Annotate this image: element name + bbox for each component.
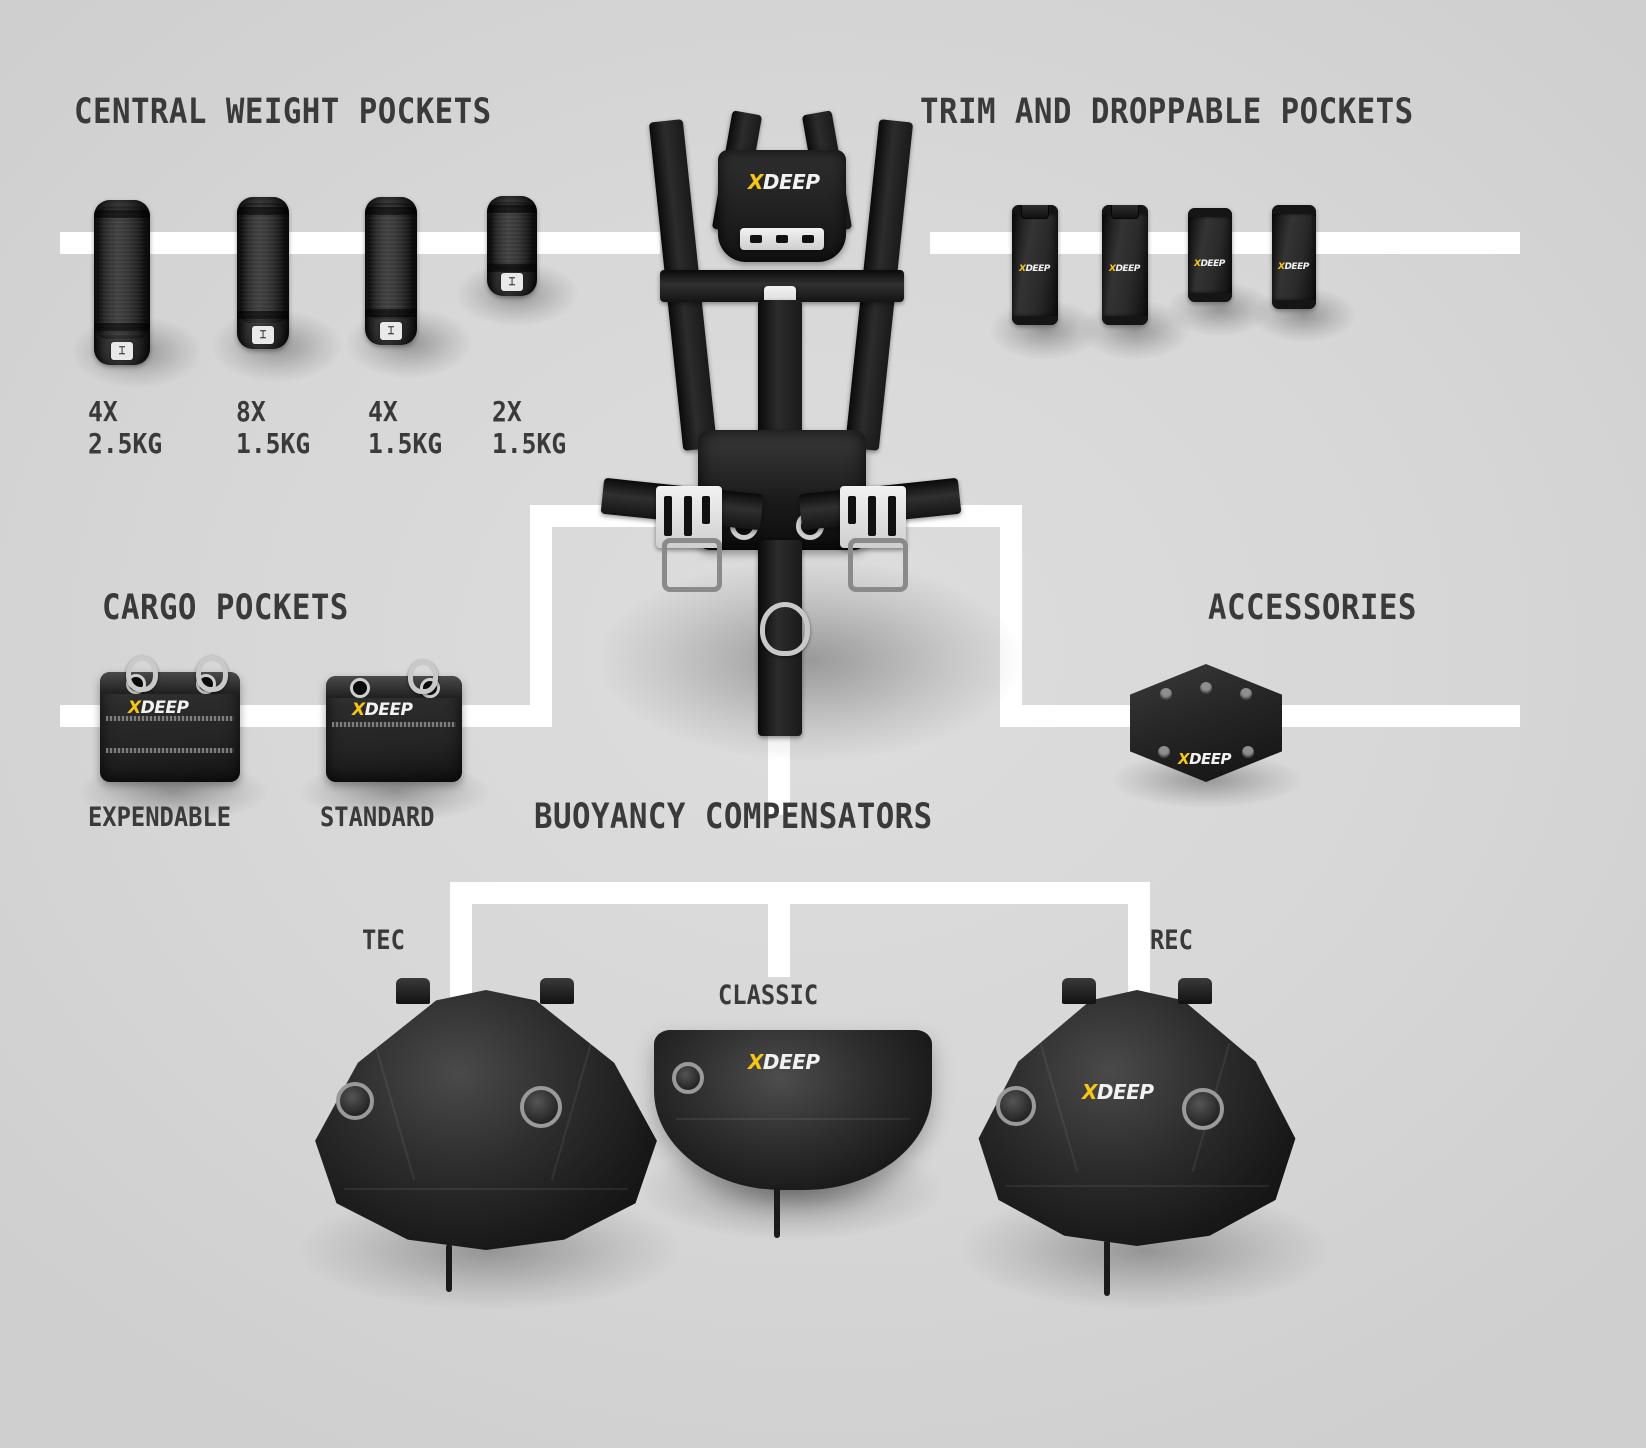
weight-pocket-cap: ⌶ [380, 322, 402, 340]
harness-waist-keeper-right [848, 538, 908, 592]
bc-classic-dump-cord [774, 1186, 780, 1238]
connector-bracket-mid-left-vertical [530, 505, 552, 727]
bc-tec-dump-cord [446, 1244, 452, 1292]
brand-logo: XDEEP [1278, 262, 1309, 272]
wing-seam [373, 1039, 416, 1180]
bc-classic-port[interactable] [672, 1062, 704, 1094]
cargo-pocket-label-expendable: EXPENDABLE [88, 802, 232, 833]
bc-rec-dump-valve[interactable] [1182, 1088, 1224, 1130]
connector-bc-tree-branch-classic [768, 882, 790, 977]
plate-bolt [1200, 682, 1212, 694]
brand-logo-plate: XDEEP [1178, 750, 1232, 768]
connector-bc-tree-branch-tec [450, 882, 472, 1000]
bc-tec-tab-right [540, 978, 574, 1004]
cargo-pocket-zipper [332, 722, 456, 727]
weight-pocket-label-2: 8X 1.5KG [236, 395, 311, 460]
brand-logo-classic: XDEEP [748, 1050, 820, 1074]
bc-tec-dump-valve[interactable] [520, 1086, 562, 1128]
weight-pocket-item-2[interactable]: ⌶ [237, 197, 289, 349]
cargo-pocket-clip-top[interactable] [408, 660, 438, 694]
connector-bracket-mid-right-vertical [1000, 505, 1022, 727]
brand-logo: XDEEP [1109, 264, 1140, 274]
weight-pocket-item-3[interactable]: ⌶ [365, 197, 417, 345]
cargo-pocket-zipper [106, 748, 234, 753]
cargo-pocket-zipper [106, 716, 234, 721]
section-title-buoyancy-compensators: BUOYANCY COMPENSATORS [534, 797, 933, 837]
bc-label-tec: TEC [362, 925, 405, 956]
bc-rec-dump-cord [1104, 1240, 1110, 1296]
brand-logo-chest: XDEEP [748, 170, 820, 194]
cargo-pocket-lid [326, 676, 462, 698]
accessory-backplate[interactable]: XDEEP [1130, 664, 1282, 782]
bc-tec-inflator-port[interactable] [336, 1082, 374, 1120]
brand-logo: XDEEP [1194, 259, 1225, 269]
harness-waist-keeper-left [662, 538, 722, 592]
trim-pocket-item-2[interactable]: XDEEP [1102, 205, 1148, 325]
brand-logo-cargo: XDEEP [128, 698, 189, 718]
wing-seam [1005, 1184, 1269, 1187]
section-title-central-weight-pockets: CENTRAL WEIGHT POCKETS [74, 92, 492, 132]
trim-pocket-item-1[interactable]: XDEEP [1012, 205, 1058, 325]
weight-pocket-item-1[interactable]: ⌶ [94, 200, 150, 365]
cargo-pocket-grommet [350, 678, 370, 698]
bc-tec-tab-left [396, 978, 430, 1004]
section-title-accessories: ACCESSORIES [1208, 588, 1417, 628]
bc-label-rec: REC [1150, 925, 1193, 956]
weight-pocket-cap: ⌶ [501, 273, 523, 291]
cargo-pocket-standard[interactable]: XDEEP [326, 676, 462, 782]
weight-pocket-item-4[interactable]: ⌶ [487, 196, 537, 296]
weight-pocket-label-3: 4X 1.5KG [368, 395, 443, 460]
plate-bolt [1158, 746, 1170, 758]
plate-bolt [1242, 746, 1254, 758]
bc-rec-tab-right [1178, 978, 1212, 1004]
trim-pocket-item-4[interactable]: XDEEP [1272, 205, 1316, 309]
cargo-pocket-label-standard: STANDARD [320, 802, 435, 833]
connector-bc-tree-horizontal [450, 882, 1150, 904]
bc-label-classic: CLASSIC [718, 980, 819, 1011]
harness-waist-buckle-left[interactable] [656, 486, 722, 548]
connector-rail-top-left [60, 232, 660, 254]
weight-pocket-cap: ⌶ [111, 342, 133, 360]
cargo-pocket-clip-left[interactable] [126, 656, 158, 692]
brand-logo-rec: XDEEP [1082, 1080, 1154, 1104]
brand-logo: XDEEP [1019, 264, 1050, 274]
harness-chest-buckle[interactable] [740, 228, 824, 250]
bc-rec-tab-left [1062, 978, 1096, 1004]
harness-shadow [600, 560, 1020, 760]
section-title-cargo-pockets: CARGO POCKETS [102, 588, 349, 628]
plate-bolt [1160, 688, 1172, 700]
brand-logo-cargo: XDEEP [352, 700, 413, 720]
weight-pocket-label-1: 4X 2.5KG [88, 395, 163, 460]
section-title-trim-and-droppable-pockets: TRIM AND DROPPABLE POCKETS [920, 92, 1414, 132]
bc-wing-tec[interactable] [315, 990, 657, 1250]
plate-bolt [1240, 688, 1252, 700]
wing-seam [676, 1118, 910, 1120]
cargo-pocket-clip-right[interactable] [196, 656, 228, 692]
wing-seam [1039, 1043, 1079, 1172]
bc-rec-inflator-port[interactable] [996, 1086, 1036, 1126]
weight-pocket-label-4: 2X 1.5KG [492, 395, 567, 460]
connector-bc-tree-branch-rec [1128, 882, 1150, 1000]
weight-pocket-cap: ⌶ [252, 326, 274, 344]
harness-waist-buckle-right[interactable] [840, 486, 906, 548]
trim-pocket-item-3[interactable]: XDEEP [1188, 208, 1232, 302]
wing-seam [343, 1187, 629, 1190]
harness-d-ring[interactable] [760, 602, 810, 656]
bc-wing-classic[interactable] [654, 1030, 932, 1190]
